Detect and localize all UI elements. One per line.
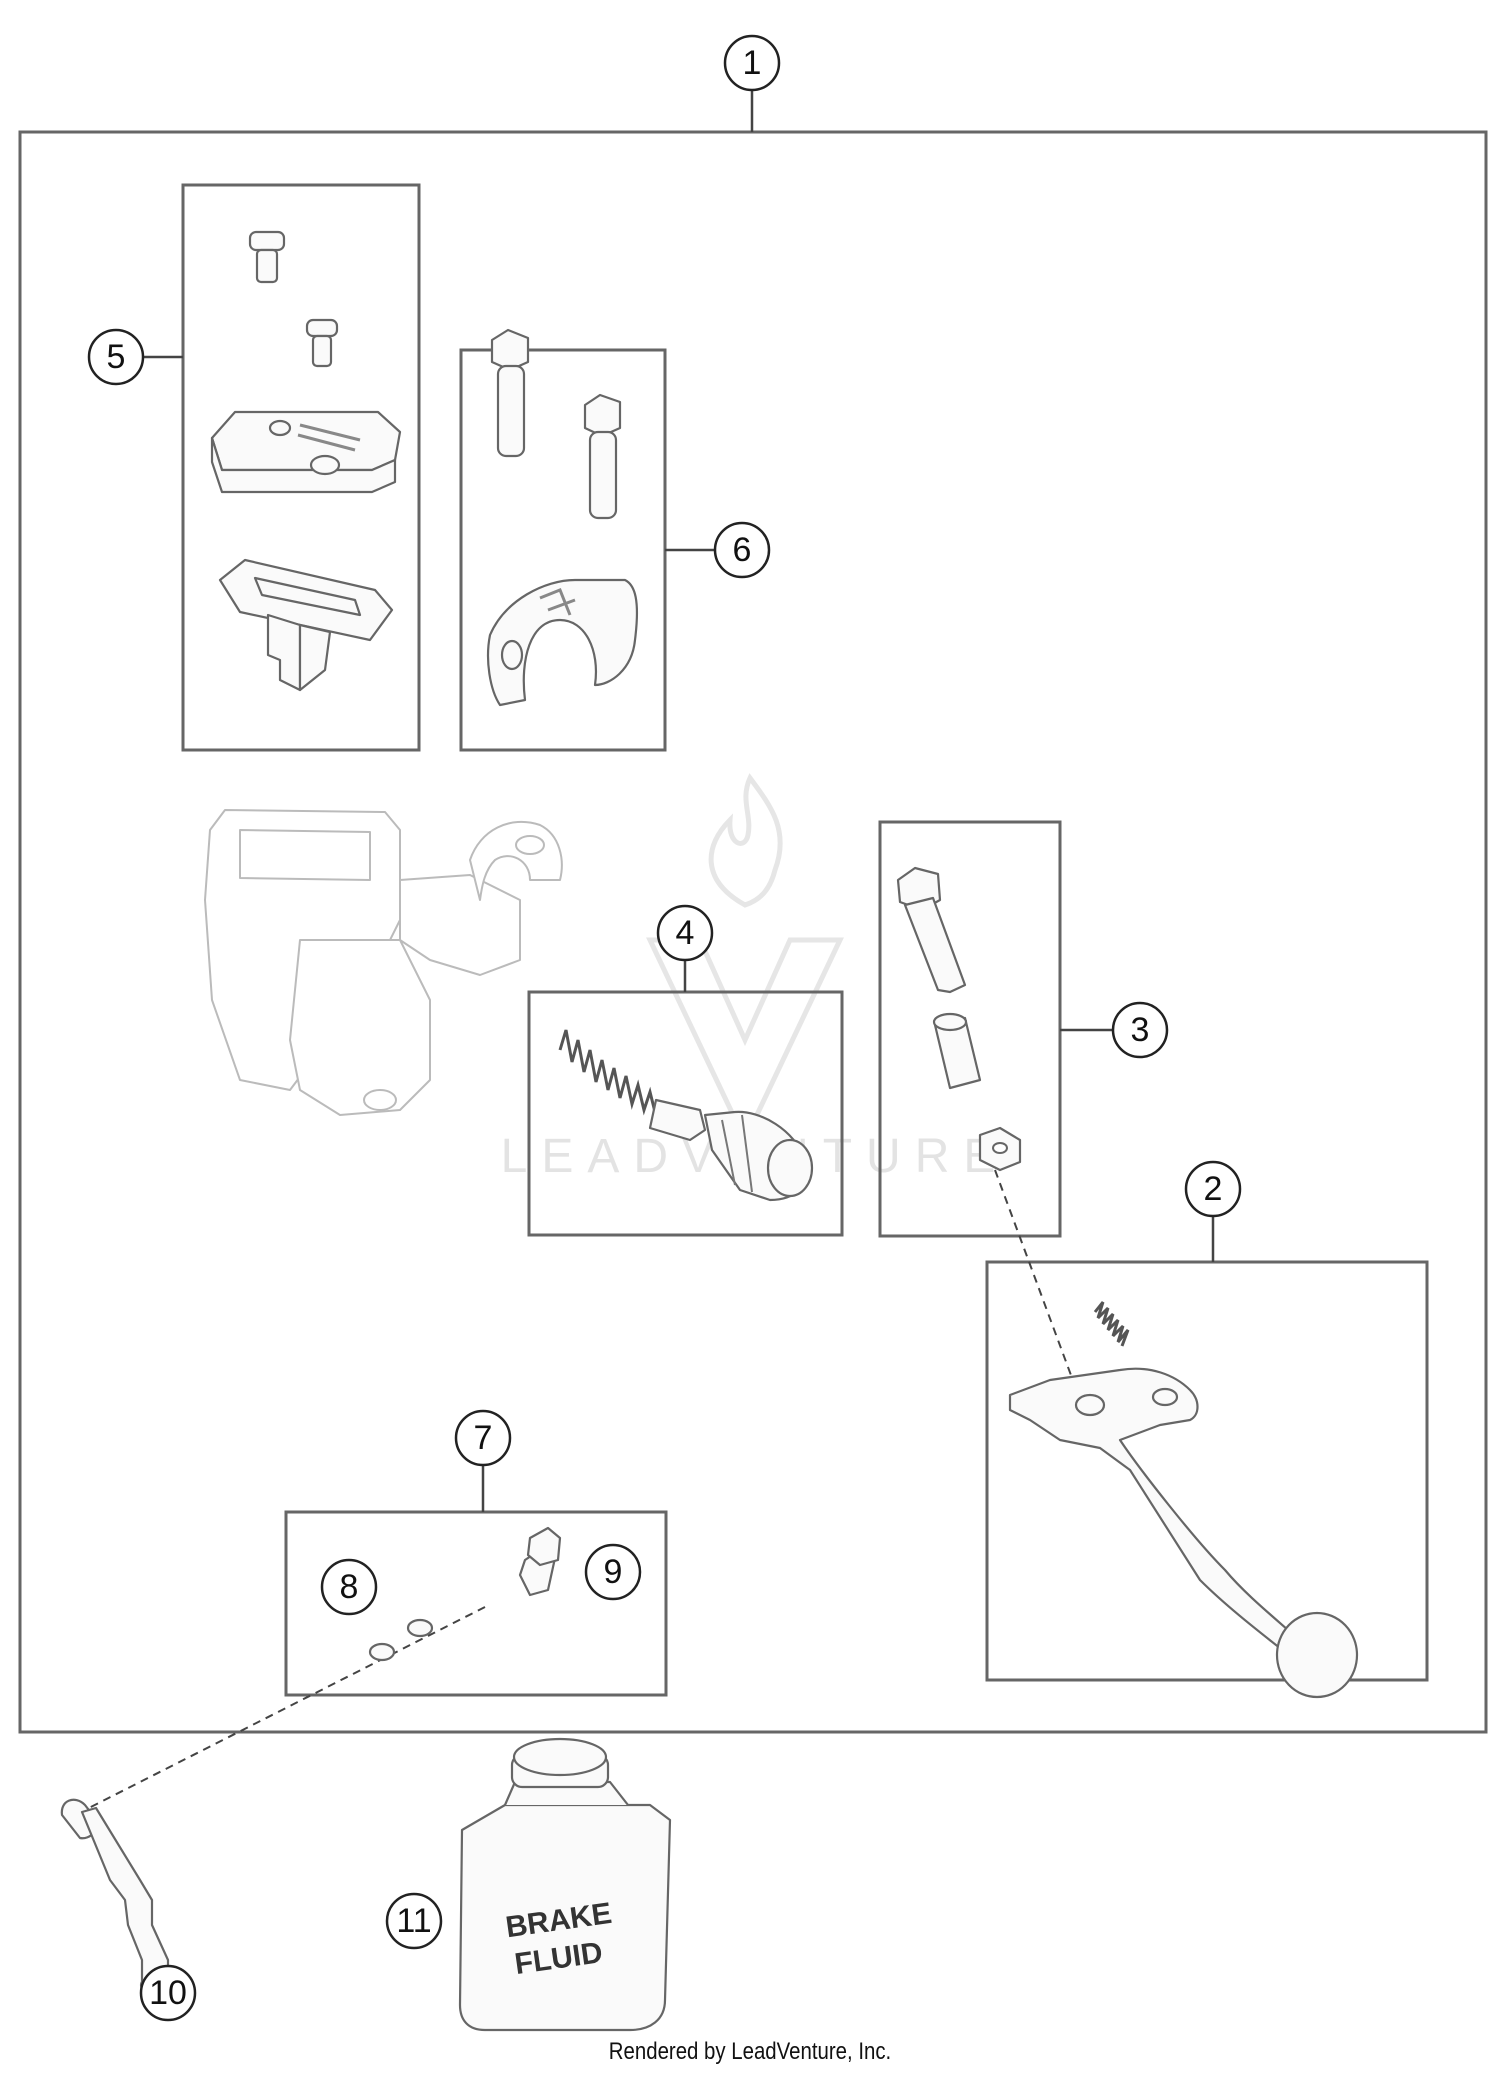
part-9-bleeder-valve (518, 1526, 562, 1597)
box-7 (284, 1510, 668, 1697)
screw-lower (305, 318, 339, 368)
part-2-brake-lever (1008, 1301, 1359, 1699)
callout-4: 4 (656, 904, 714, 962)
part-10-banjo-bolt (60, 1798, 171, 1995)
assembly-line-banjo (74, 1606, 486, 1816)
callout-8-label: 8 (340, 1568, 359, 1606)
box-6 (459, 348, 667, 752)
clamp-screw-right (583, 393, 622, 520)
callout-2: 2 (1184, 1160, 1242, 1218)
callout-9-label: 9 (604, 1553, 623, 1591)
callout-1-label: 1 (743, 44, 762, 82)
clamp-screw-left (490, 328, 530, 458)
master-cylinder-housing (204, 809, 563, 1116)
screw-upper (248, 230, 286, 284)
callout-10-label: 10 (149, 1974, 187, 2012)
render-credit: Rendered by LeadVenture, Inc. (608, 2038, 892, 2065)
pivot-bushing (932, 1012, 982, 1090)
reservoir-cover (210, 410, 402, 494)
callout-8: 8 (320, 1558, 378, 1616)
callout-6-label: 6 (733, 531, 752, 569)
callout-1: 1 (723, 34, 781, 92)
pivot-bolt (896, 866, 967, 994)
part-4-piston-kit (558, 1029, 814, 1202)
callout-3: 3 (1111, 1001, 1169, 1059)
callout-7: 7 (454, 1409, 512, 1467)
callout-3-label: 3 (1131, 1011, 1150, 1049)
callout-5-label: 5 (107, 338, 126, 376)
part-6-handlebar-clamp-kit (486, 328, 639, 707)
callout-9: 9 (584, 1543, 642, 1601)
callout-11-label: 11 (396, 1902, 431, 1940)
callout-2-label: 2 (1204, 1170, 1223, 1208)
callout-11: 11 (385, 1892, 443, 1950)
box-5 (181, 183, 421, 752)
part-5-reservoir-cover-kit (210, 230, 402, 692)
reservoir-membrane (218, 558, 394, 692)
callout-10: 10 (139, 1964, 197, 2022)
part-3-pivot-kit (896, 866, 1022, 1172)
handlebar-clamp (486, 578, 639, 707)
callout-5: 5 (87, 328, 145, 386)
box-2 (985, 1260, 1429, 1682)
callout-6: 6 (713, 521, 771, 579)
part-8-sealing-rings (368, 1618, 434, 1662)
callout-7-label: 7 (474, 1419, 493, 1457)
pivot-nut (978, 1126, 1022, 1172)
part-11-brake-fluid-bottle: BRAKE FLUID (458, 1737, 672, 2032)
callout-4-label: 4 (676, 914, 695, 952)
watermark-flame-icon (708, 773, 783, 908)
